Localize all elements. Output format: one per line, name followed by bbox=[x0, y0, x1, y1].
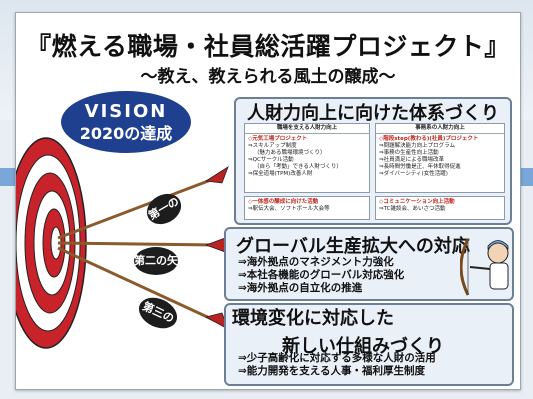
list-item: ⇒本社各機能のグローバル対応強化 bbox=[238, 269, 405, 281]
box-new-systems: 環境変化に対応した 新しい仕組みづくり ⇒少子高齢化に対応する多様な人財の活用 … bbox=[224, 303, 514, 386]
panel-highlight: ◇元気工場プロジェクト bbox=[248, 136, 308, 142]
list-item: ⇒問題解決能力向上プログラム bbox=[379, 143, 455, 149]
list-item: ⇒スキルアップ制度 bbox=[248, 143, 297, 149]
list-item: ⇒事務の生産性向上活動 bbox=[379, 150, 439, 156]
slide-subtitle: 〜教え、教えられる風土の醸成〜 bbox=[140, 67, 396, 87]
box-hr-heading: 人財力向上に向けた体系づくり bbox=[247, 103, 499, 124]
target-illustration bbox=[16, 137, 229, 349]
target-rings bbox=[16, 137, 87, 349]
panel-highlight: ◇一体感の醸成に向けた活動 bbox=[248, 199, 319, 205]
list-item: ⇒TC雑談会、あいさつ活動 bbox=[379, 206, 446, 212]
panel-communication: ◇コミュニケーション向上活動 ⇒TC雑談会、あいさつ活動 bbox=[375, 196, 505, 220]
box-global-list: ⇒海外拠点のマネジメント力強化 ⇒本社各機能のグローバル対応強化 ⇒海外拠点の自… bbox=[238, 256, 404, 295]
panel-highlight: ◇階段step(教わる)(社員)プロジェクト bbox=[379, 136, 479, 142]
box-new-list: ⇒少子高齢化に対応する多様な人財の活用 ⇒能力開発を支える人事・福利厚生制度 bbox=[238, 352, 436, 378]
box-new-heading-line2: 新しい仕組みづくり bbox=[282, 336, 444, 357]
vision-year-label: 2020の達成 bbox=[79, 124, 173, 143]
list-item: ⇒保全道場(TPM)改善人財 bbox=[248, 171, 313, 177]
list-item: ⇒ダイバーシティ(女性活躍) bbox=[379, 171, 448, 177]
panel-caption: 事務系の人財力向上 bbox=[376, 125, 504, 134]
archer-illustration bbox=[460, 238, 509, 296]
list-item: ⇒社員満足による職場改革 bbox=[379, 157, 444, 163]
list-item: ⇒能力開発を支える人事・福利厚生制度 bbox=[238, 365, 425, 377]
box-hr-system: 人財力向上に向けた体系づくり 職場を支える人財力向上 ◇元気工場プロジェクト ⇒… bbox=[234, 97, 512, 225]
arrow-shafts bbox=[57, 176, 217, 323]
list-item: ⇒長時間労働是正、年休取得促進 bbox=[379, 164, 461, 170]
arrow-label-second: 第二の矢 bbox=[134, 247, 178, 275]
list-item: （自ら「考動」できる人財づくり） bbox=[254, 164, 342, 170]
panel-office-hr: 事務系の人財力向上 ◇階段step(教わる)(社員)プロジェクト ⇒問題解決能力… bbox=[375, 123, 505, 193]
slide-title: 『燃える職場・社員総活躍プロジェクト』 bbox=[26, 32, 510, 61]
box-global-production: グローバル生産拡大への対応 ⇒海外拠点のマネジメント力強化 ⇒本社各機能のグロー… bbox=[224, 227, 514, 301]
list-item: （魅力ある職場環境づくり） bbox=[254, 150, 326, 156]
slide-frame: 『燃える職場・社員総活躍プロジェクト』 〜教え、教えられる風土の醸成〜 bbox=[15, 12, 521, 390]
list-item: ⇒海外拠点のマネジメント力強化 bbox=[238, 256, 394, 268]
list-item: ⇒QCサークル活動 bbox=[248, 157, 294, 163]
box-global-heading: グローバル生産拡大への対応 bbox=[236, 236, 470, 257]
panel-workplace-hr: 職場を支える人財力向上 ◇元気工場プロジェクト ⇒スキルアップ制度 （魅力ある職… bbox=[244, 123, 370, 193]
list-item: ⇒少子高齢化に対応する多様な人財の活用 bbox=[238, 352, 436, 364]
panel-unity: ◇一体感の醸成に向けた活動 ⇒駅伝大会、ソフトボール大会等 bbox=[244, 196, 370, 220]
box-new-heading-line1: 環境変化に対応した bbox=[232, 308, 394, 329]
panel-highlight: ◇コミュニケーション向上活動 bbox=[379, 199, 455, 205]
list-item: ⇒駅伝大会、ソフトボール大会等 bbox=[248, 206, 330, 212]
list-item: ⇒海外拠点の自立化の推進 bbox=[238, 282, 363, 294]
panel-caption: 職場を支える人財力向上 bbox=[245, 125, 369, 134]
vision-label: VISION bbox=[84, 101, 168, 122]
vision-badge: VISION 2020の達成 bbox=[61, 91, 191, 153]
